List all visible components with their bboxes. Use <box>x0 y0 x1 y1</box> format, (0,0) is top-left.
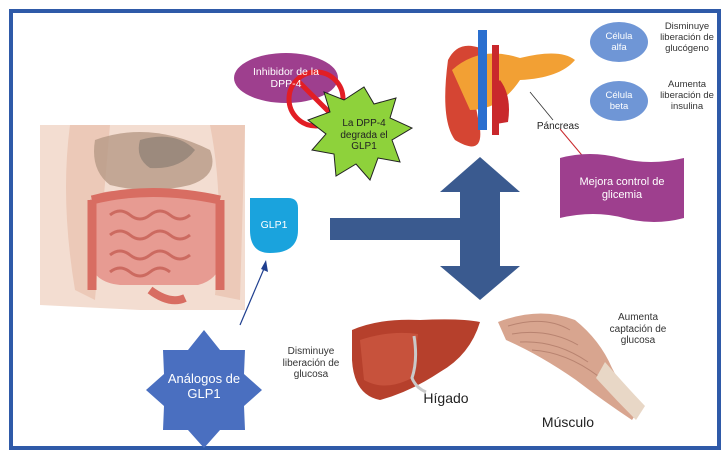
liver-illustration <box>352 319 480 400</box>
central-arrows <box>330 157 520 300</box>
alpha-effect-label: Disminuye liberación de glucógeno <box>652 22 722 55</box>
analogs-label: Análogos de GLP1 <box>166 372 242 402</box>
beta-effect-label: Aumenta liberación de insulina <box>652 80 722 113</box>
liver-label: Hígado <box>418 390 474 406</box>
intestine-illustration <box>40 125 245 310</box>
arrow-icon <box>261 260 268 272</box>
muscle-effect-label: Aumenta captación de glucosa <box>600 312 676 347</box>
beta-cell-label: Célula beta <box>599 91 639 113</box>
dpp4-label: La DPP-4 degrada el GLP1 <box>336 118 392 153</box>
pancreas-label: Páncreas <box>528 121 588 133</box>
liver-effect-label: Disminuye liberación de glucosa <box>274 346 348 381</box>
alpha-cell-label: Célula alfa <box>599 32 639 54</box>
glp1-label: GLP1 <box>254 219 294 231</box>
muscle-label: Músculo <box>536 414 600 430</box>
glycemia-label: Mejora control de glicemia <box>566 176 678 201</box>
pancreas-pointer <box>530 92 553 120</box>
inhibitor-label: Inhibidor de la DPP-4 <box>244 66 328 90</box>
